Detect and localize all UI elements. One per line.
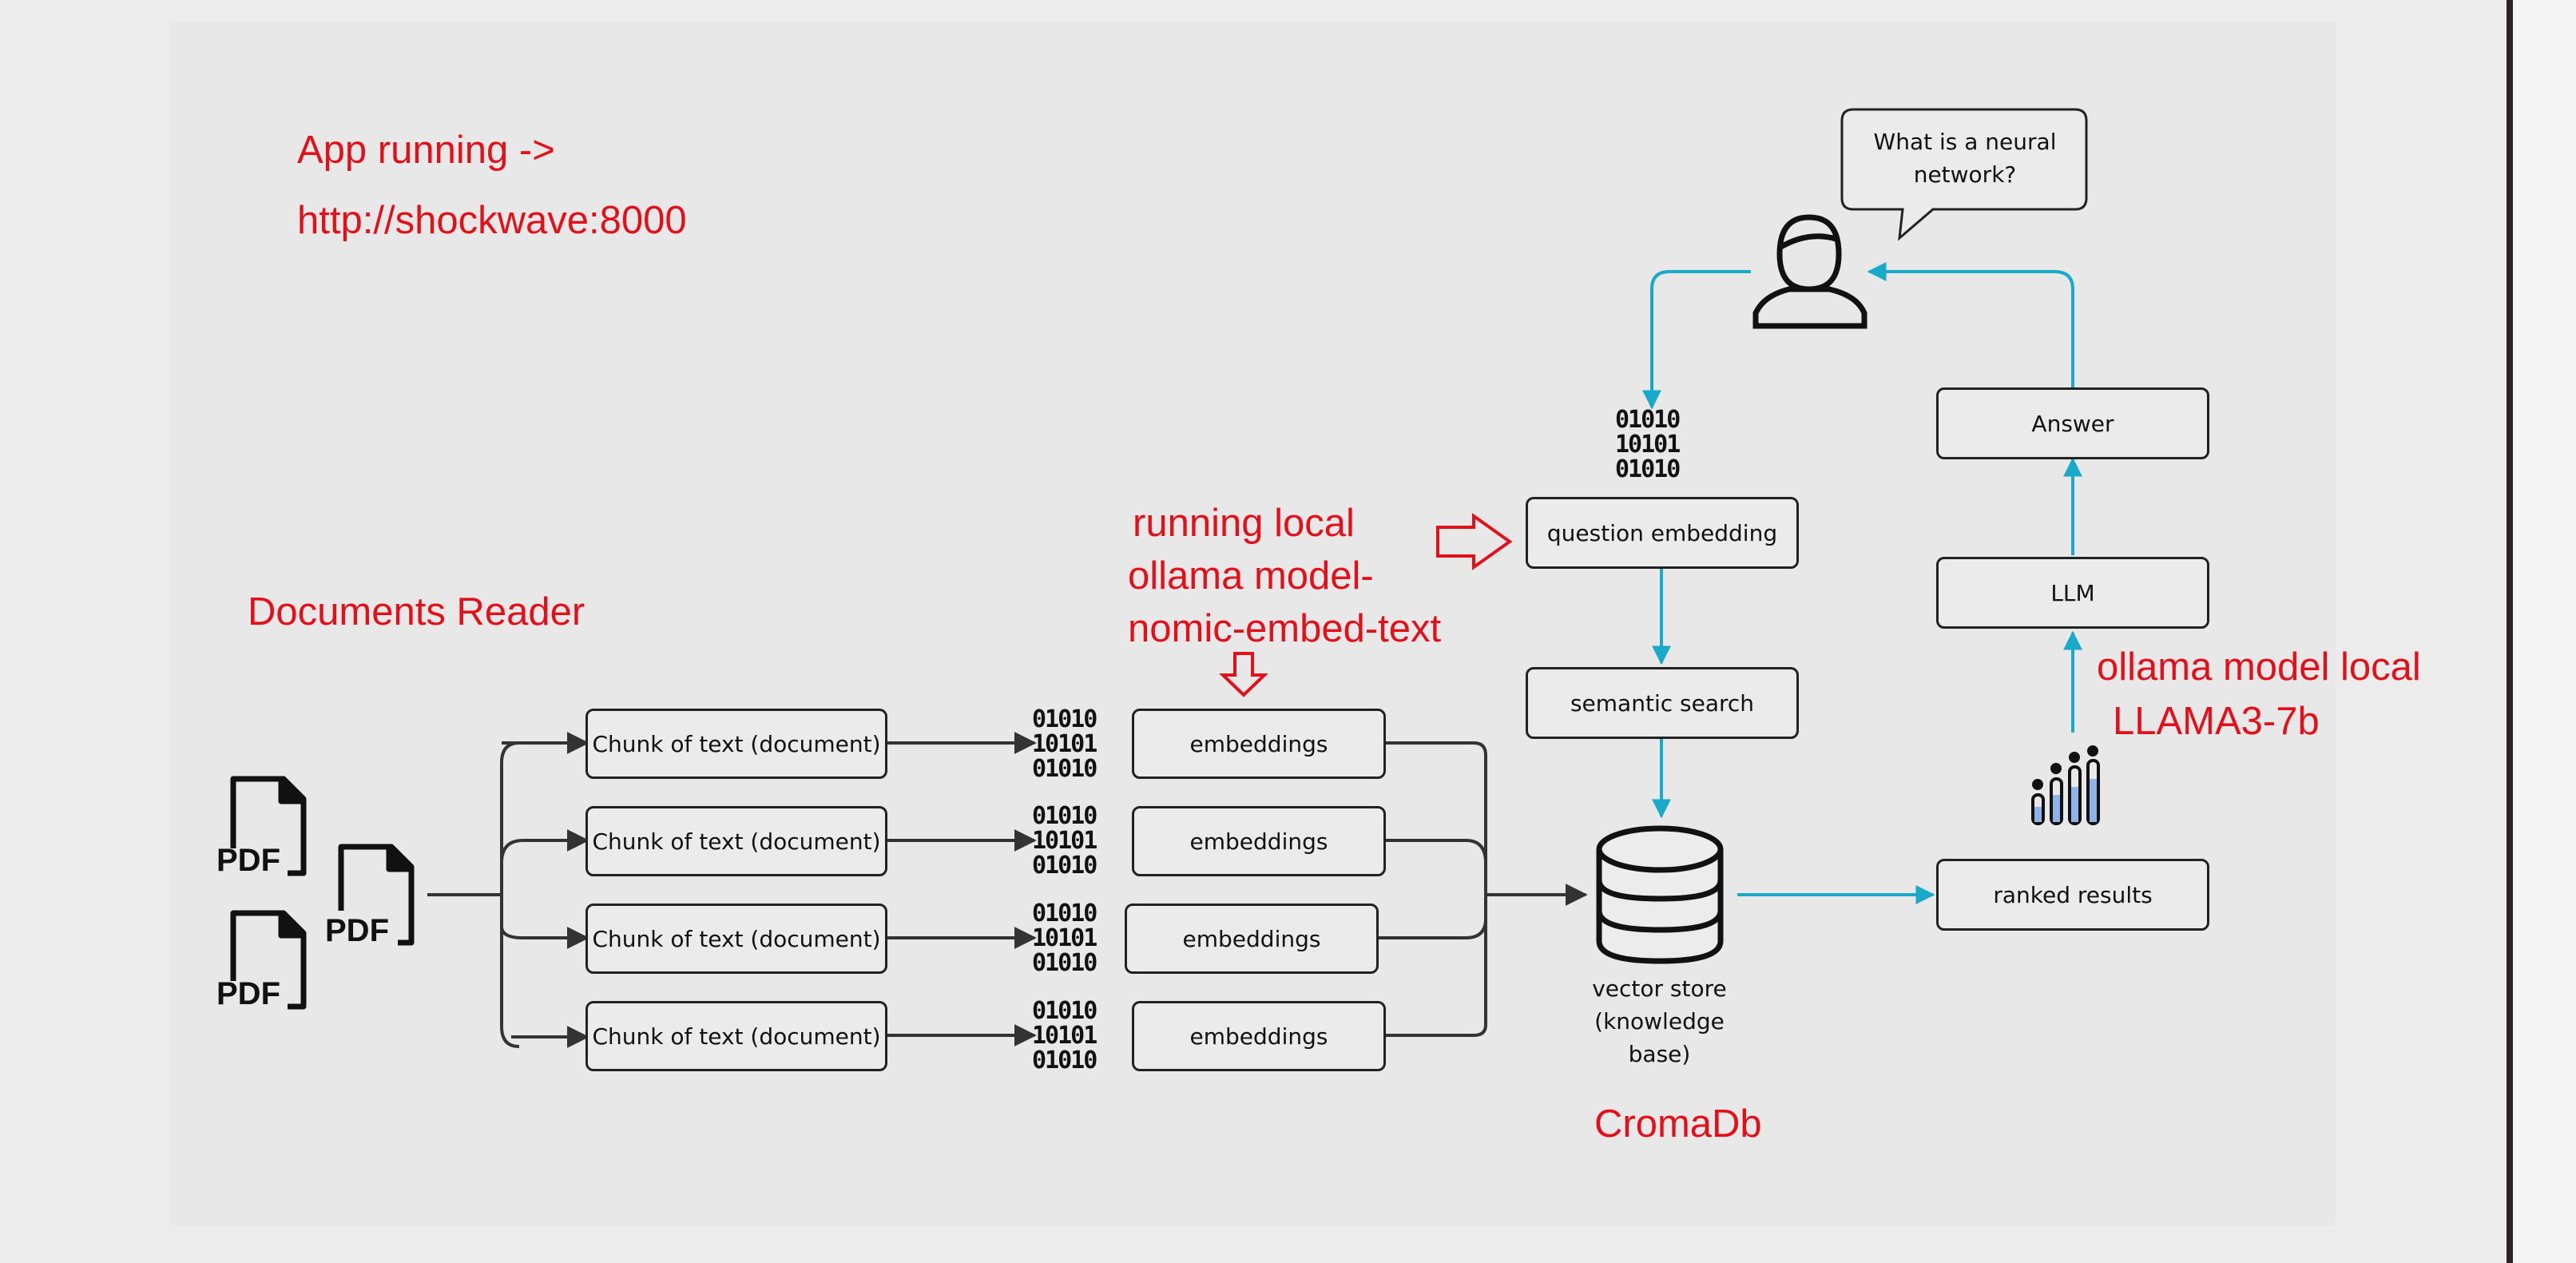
semantic-search-box: semantic search — [1526, 667, 1799, 739]
embed-model-note-2: ollama model- — [1128, 554, 1374, 598]
embeddings-box: embeddings — [1132, 1001, 1386, 1071]
question-bubble-text: What is a neural network? — [1873, 129, 2057, 188]
pdf-document-icon — [230, 910, 307, 1010]
pdf-document-icon — [230, 776, 307, 876]
window-edge — [2513, 0, 2576, 1263]
documents-reader-note: Documents Reader — [248, 590, 585, 633]
llm-box: LLM — [1936, 557, 2209, 629]
hollow-arrow-icon — [1436, 513, 1513, 570]
window-border — [2507, 0, 2513, 1263]
embeddings-box: embeddings — [1132, 806, 1386, 876]
app-running-note: App running -> — [297, 129, 555, 172]
pdf-label: PDF — [325, 913, 389, 948]
app-url-link[interactable]: http://shockwave:8000 — [297, 199, 687, 242]
pdf-document-icon — [338, 844, 415, 946]
chunk-box: Chunk of text (document) — [585, 806, 887, 876]
embed-model-note-1: running local — [1133, 502, 1355, 545]
database-icon — [1596, 825, 1724, 964]
pdf-label: PDF — [216, 843, 280, 878]
vector-db-note: CromaDb — [1594, 1102, 1762, 1146]
embed-model-note-3: nomic-embed-text — [1128, 607, 1442, 650]
answer-box: Answer — [1936, 387, 2209, 459]
bar-chart-fill — [2034, 779, 2097, 822]
embeddings-to-store-arrows — [1377, 741, 1588, 1037]
chunk-box: Chunk of text (document) — [585, 904, 887, 974]
bar-chart-icon — [2031, 745, 2100, 825]
llm-model-note-1: ollama model local — [2097, 645, 2421, 689]
question-embedding-box: question embedding — [1526, 497, 1799, 569]
user-icon — [1752, 214, 1868, 329]
ranked-results-box: ranked results — [1936, 859, 2209, 931]
llm-model-note-2: LLAMA3-7b — [2113, 700, 2320, 743]
pdf-to-chunks-arrows — [427, 732, 589, 1048]
query-flow-arrows — [1642, 262, 2082, 904]
vector-store-label: vector store (knowledge base) — [1592, 975, 1727, 1067]
chunk-box: Chunk of text (document) — [585, 709, 887, 779]
pdf-label: PDF — [216, 976, 280, 1011]
speech-bubble — [1840, 108, 2088, 241]
embeddings-box: embeddings — [1132, 709, 1386, 779]
hollow-arrow-icon — [1219, 652, 1268, 697]
embeddings-box: embeddings — [1125, 904, 1379, 974]
chunk-to-bits-arrows — [887, 732, 1037, 1047]
chunk-box: Chunk of text (document) — [585, 1001, 887, 1071]
